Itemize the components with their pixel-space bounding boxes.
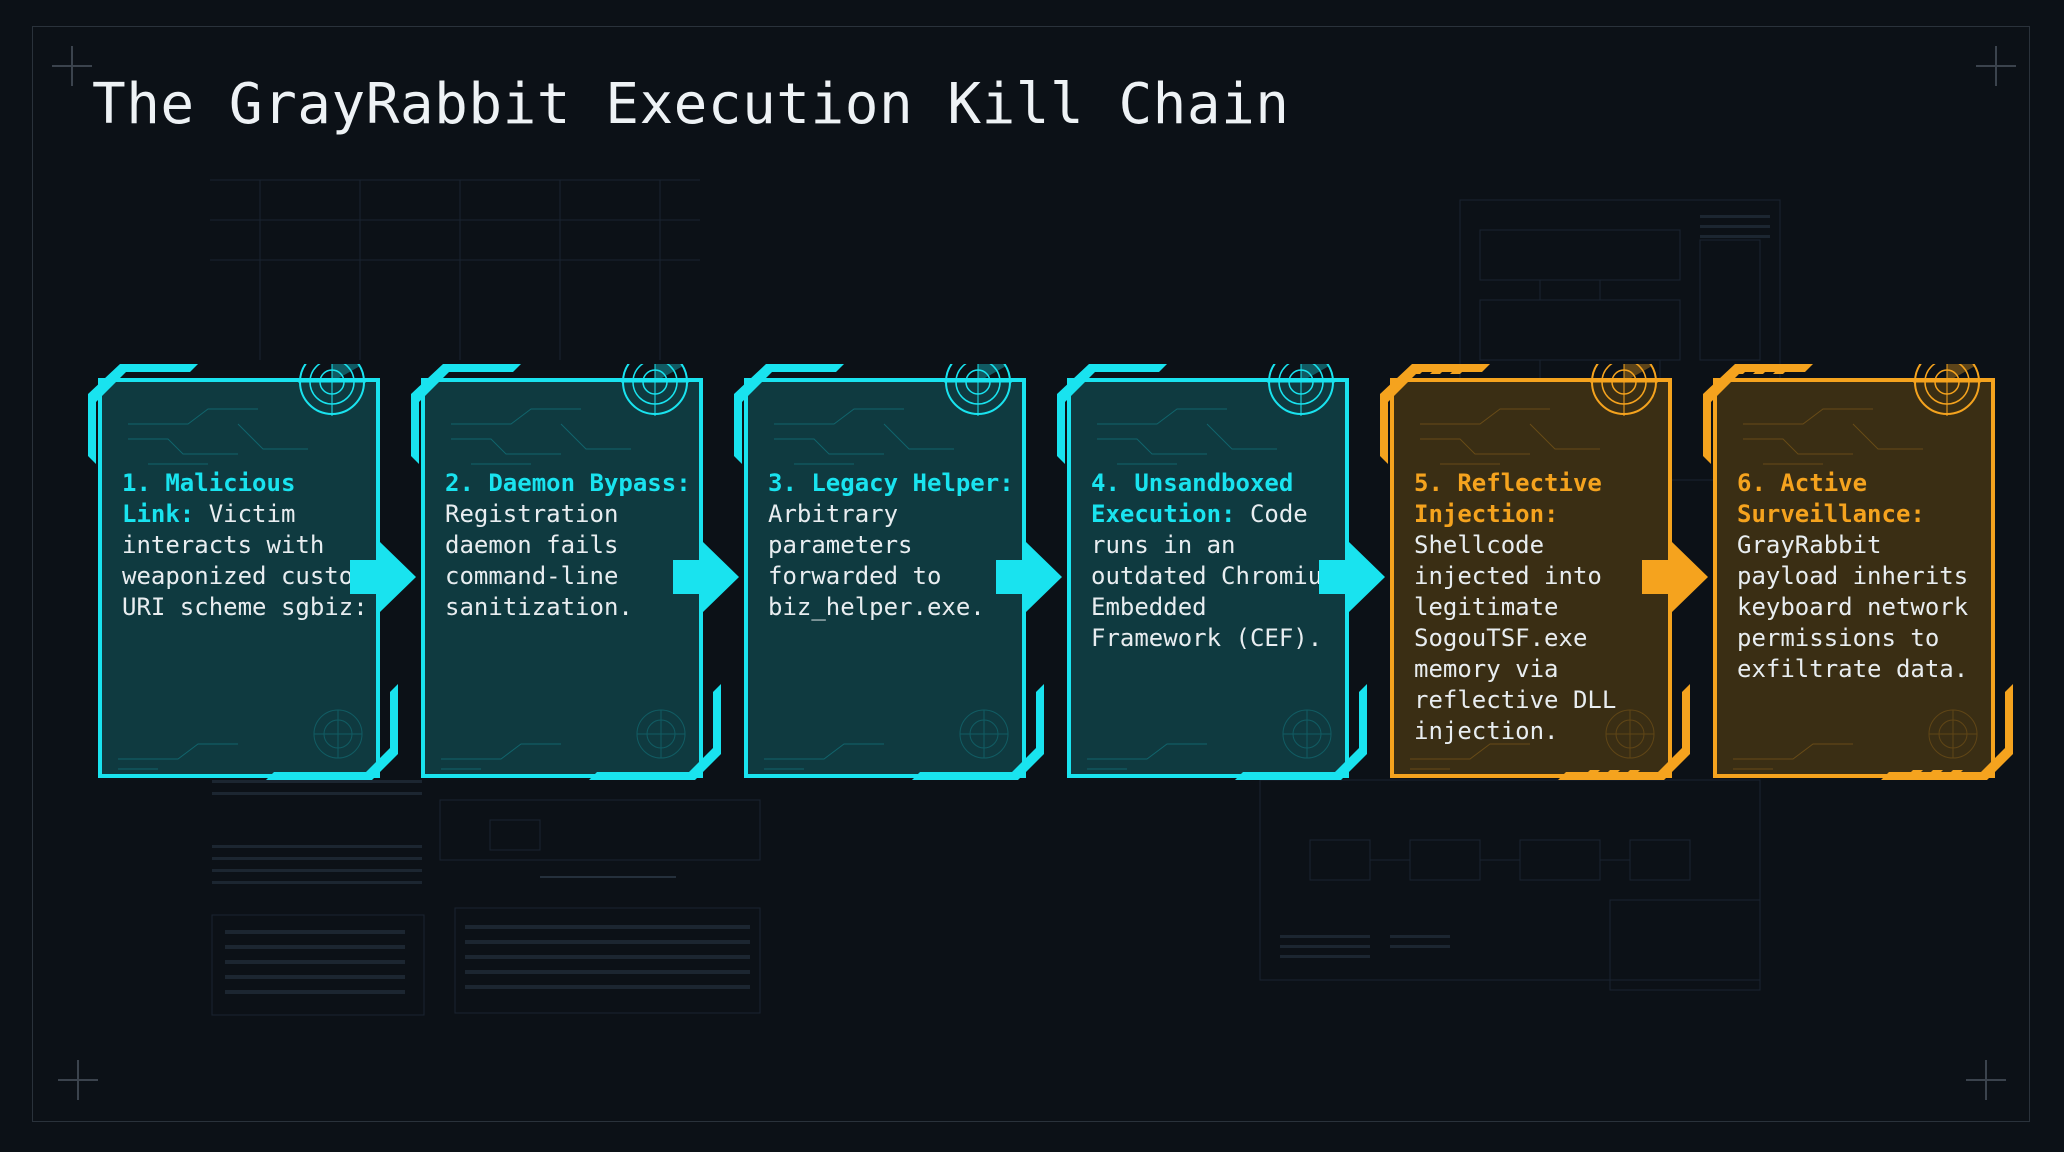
- corner-crosshair-icon: [52, 46, 92, 86]
- step-body: Code runs in an outdated Chromium Embedd…: [1091, 500, 1337, 652]
- step-body: Shellcode injected into legitimate Sogou…: [1414, 531, 1617, 745]
- outer-frame: [32, 26, 2030, 1122]
- step-text: 1. Malicious Link: Victim interacts with…: [122, 468, 368, 623]
- step-text: 2. Daemon Bypass: Registration daemon fa…: [445, 468, 691, 623]
- step-body: Arbitrary parameters forwarded to biz_he…: [768, 500, 985, 621]
- step-text: 6. Active Surveillance: GrayRabbit paylo…: [1737, 468, 1983, 685]
- step-text: 3. Legacy Helper: Arbitrary parameters f…: [768, 468, 1014, 623]
- step-card-3: 3. Legacy Helper: Arbitrary parameters f…: [734, 364, 1044, 780]
- step-text: 4. Unsandboxed Execution: Code runs in a…: [1091, 468, 1337, 654]
- step-heading: 2. Daemon Bypass:: [445, 469, 691, 497]
- flow-arrow-icon: [350, 542, 416, 612]
- hud-frame-decoration: [734, 364, 1044, 780]
- step-heading: 4. Unsandboxed Execution:: [1091, 469, 1294, 528]
- corner-crosshair-icon: [1976, 46, 2016, 86]
- step-body: GrayRabbit payload inherits keyboard net…: [1737, 531, 1969, 683]
- flow-arrow-icon: [673, 542, 739, 612]
- step-body: Victim interacts with weaponized custom …: [122, 500, 368, 621]
- step-heading: 3. Legacy Helper:: [768, 469, 1014, 497]
- step-card-2: 2. Daemon Bypass: Registration daemon fa…: [411, 364, 721, 780]
- hud-frame-decoration: [1057, 364, 1367, 780]
- hud-frame-decoration: [88, 364, 398, 780]
- flow-arrow-icon: [1319, 542, 1385, 612]
- step-card-5: 5. Reflective Injection: Shellcode injec…: [1380, 364, 1690, 780]
- step-heading: 5. Reflective Injection:: [1414, 469, 1602, 528]
- hud-frame-decoration: [1380, 364, 1690, 780]
- flow-arrow-icon: [1642, 542, 1708, 612]
- hud-frame-decoration: [1703, 364, 2013, 780]
- step-body: Registration daemon fails command-line s…: [445, 500, 633, 621]
- step-heading: 1. Malicious Link:: [122, 469, 296, 528]
- corner-crosshair-icon: [58, 1060, 98, 1100]
- step-card-4: 4. Unsandboxed Execution: Code runs in a…: [1057, 364, 1367, 780]
- step-heading: 6. Active Surveillance:: [1737, 469, 1925, 528]
- corner-crosshair-icon: [1966, 1060, 2006, 1100]
- page-title: The GrayRabbit Execution Kill Chain: [92, 72, 1290, 137]
- step-text: 5. Reflective Injection: Shellcode injec…: [1414, 468, 1660, 747]
- hud-frame-decoration: [411, 364, 721, 780]
- step-card-1: 1. Malicious Link: Victim interacts with…: [88, 364, 398, 780]
- step-card-6: 6. Active Surveillance: GrayRabbit paylo…: [1703, 364, 2013, 780]
- flow-arrow-icon: [996, 542, 1062, 612]
